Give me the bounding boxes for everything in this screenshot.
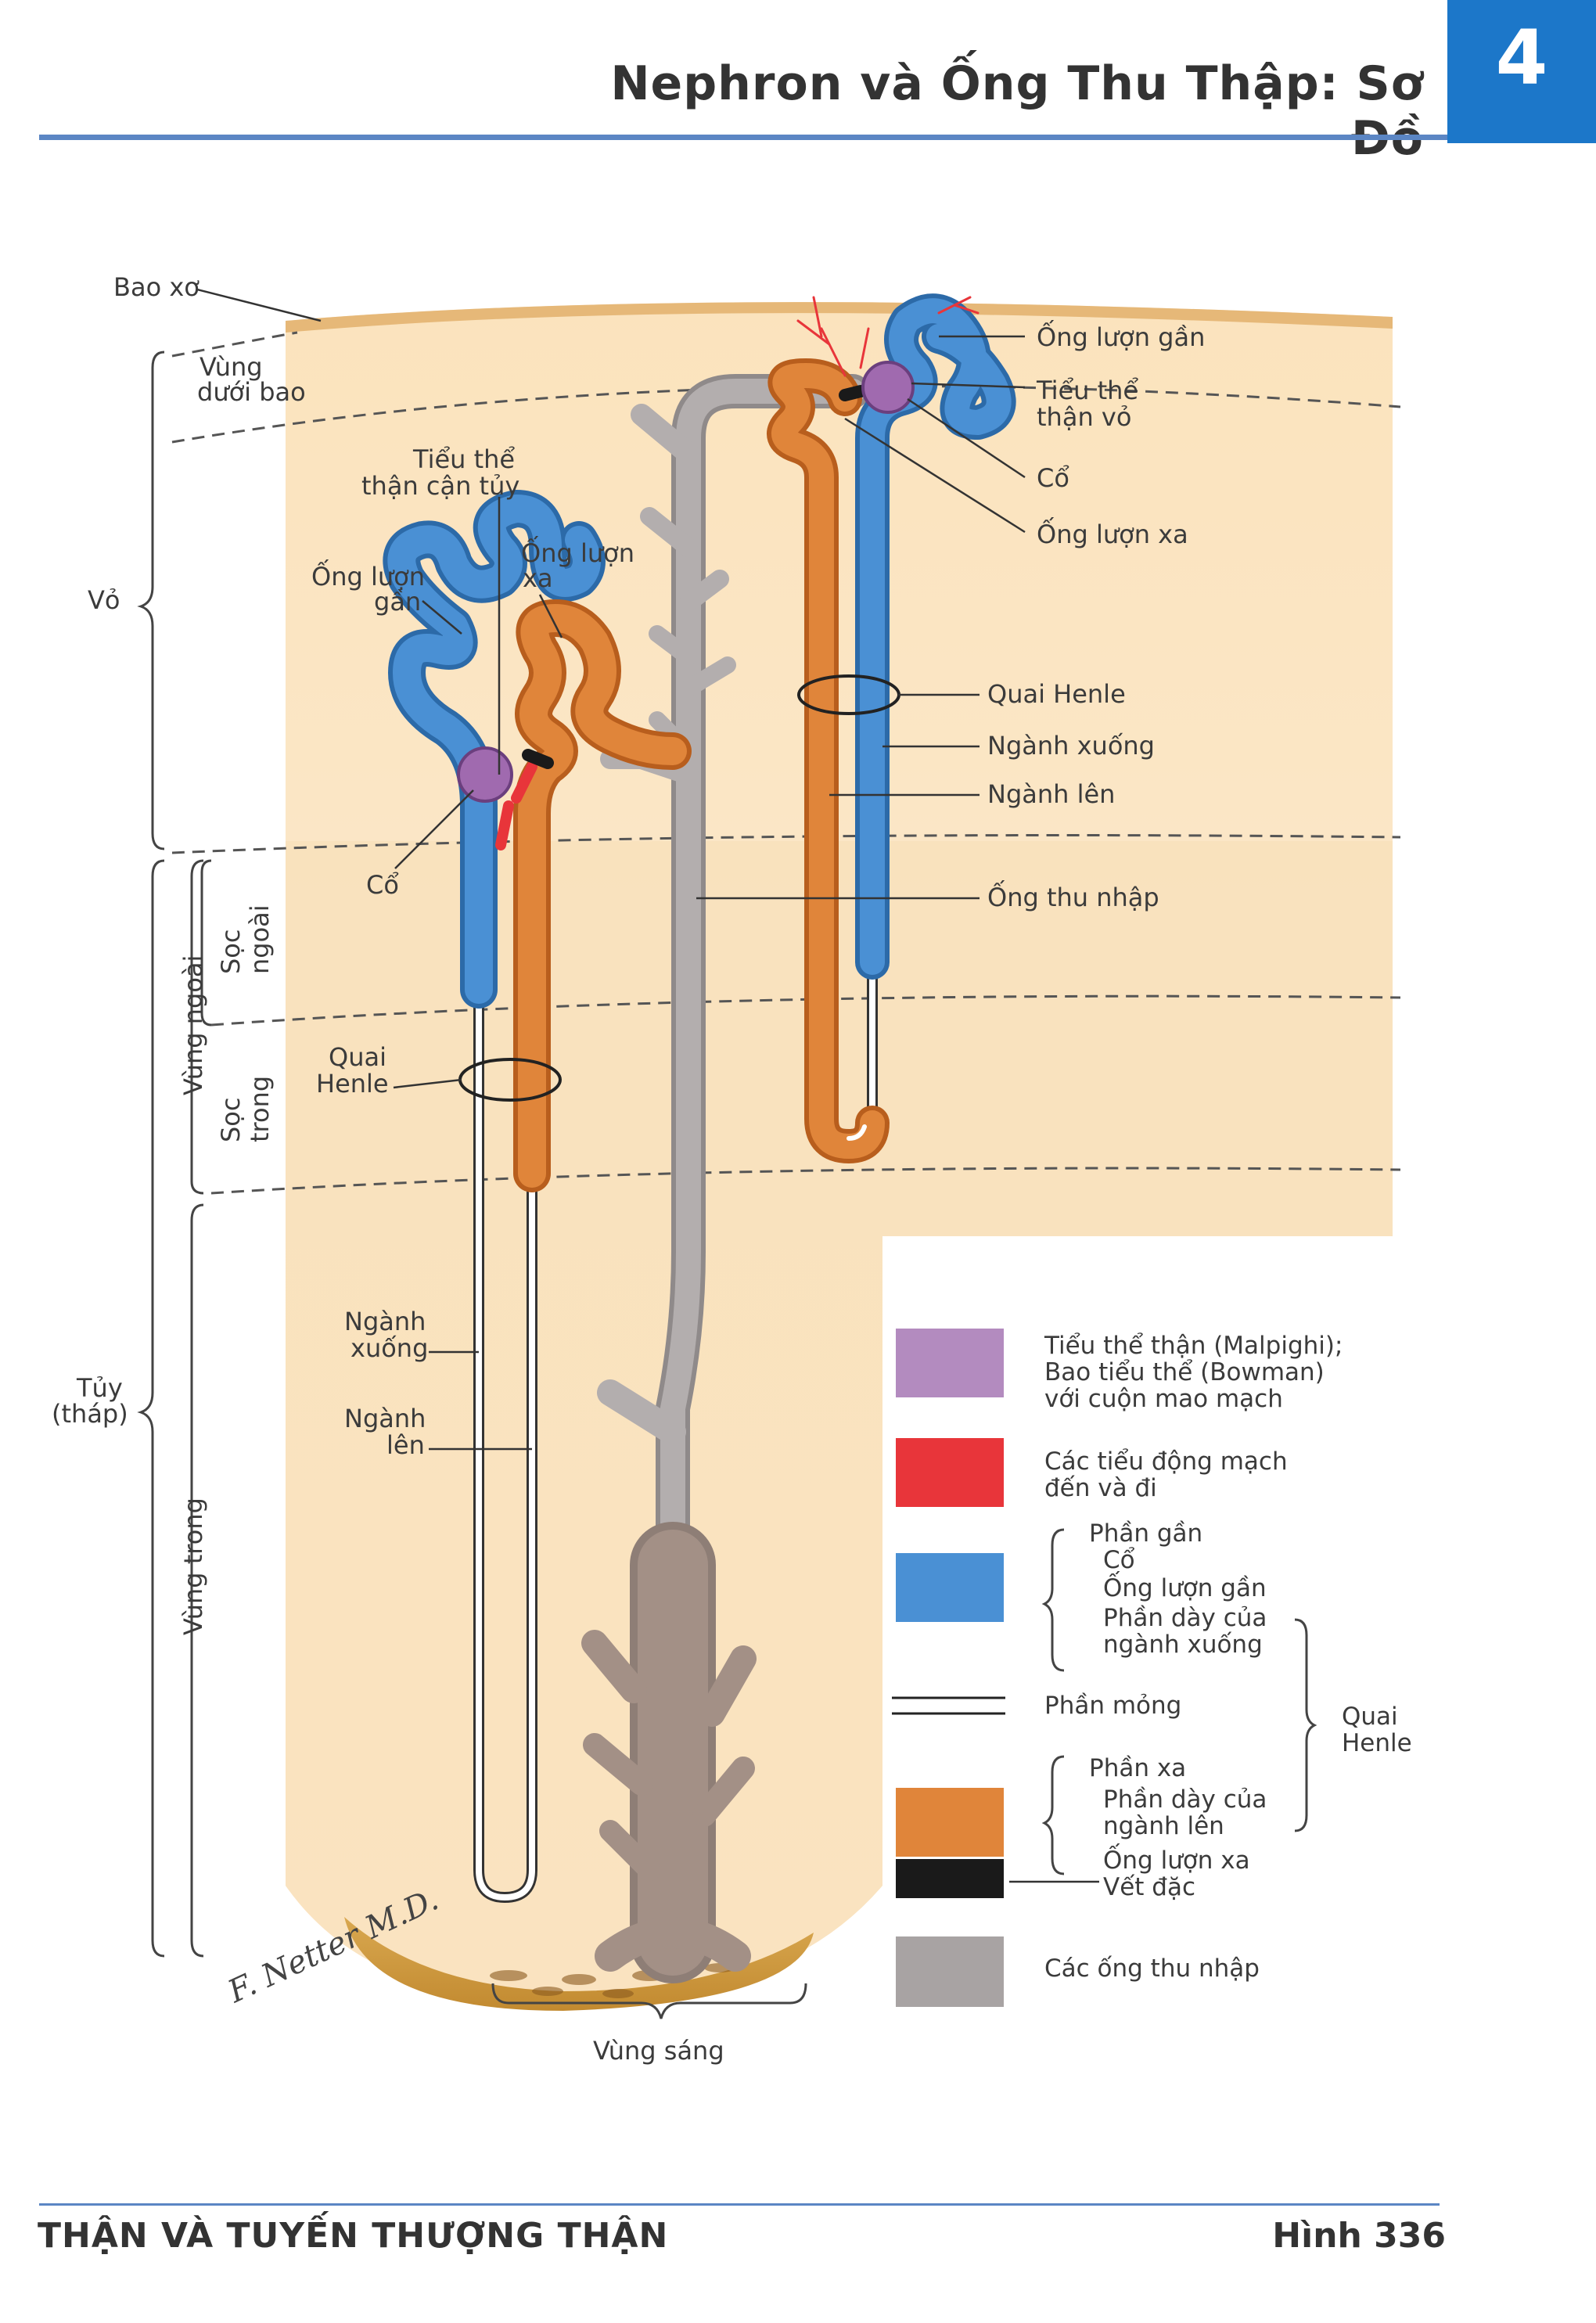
papilla (344, 1917, 814, 2011)
legend-collecting: Các ống thu nhập (1044, 1954, 1260, 1983)
legend-proximal-a: Cổ (1103, 1546, 1135, 1574)
cortex-brace (137, 351, 165, 850)
vung-sang-brace (491, 1983, 807, 2019)
label-co-left: Cổ (366, 870, 399, 900)
cortical-corpuscle (861, 361, 915, 414)
label-bao-xo: Bao xơ (113, 272, 200, 302)
label-nx-left-2: xuống (350, 1333, 428, 1363)
label-vung-1: Vùng (200, 352, 263, 382)
label-vung-2: dưới bao (197, 377, 306, 407)
label-soc-trong-1: Sọc (216, 1098, 246, 1142)
label-ong-thu-nhap: Ống thu nhập (987, 879, 1159, 912)
label-nl-right: Ngành lên (987, 779, 1115, 809)
legend-swatch-corpuscle (896, 1329, 1004, 1397)
legend-arteriole-1: Các tiểu động mạch (1044, 1447, 1288, 1476)
collecting-duct (581, 374, 870, 1983)
label-olx-left-1: Ống lượn (521, 535, 634, 568)
legend-proximal-c2: ngành xuống (1103, 1631, 1263, 1659)
label-soc-trong-2: trong (245, 1076, 275, 1142)
footer-figure-number: Hình 336 (1272, 2216, 1446, 2256)
legend-swatch-macula (896, 1859, 1004, 1898)
label-nl-left-2: lên (386, 1430, 425, 1460)
label-olg-left-1: Ống lượn (311, 559, 425, 592)
legend-distal-a2: ngành lên (1103, 1812, 1224, 1840)
label-vung-ngoai: Vùng ngoài (178, 955, 208, 1095)
label-tieu-the-cantuy-2: thận cận tủy (361, 471, 519, 501)
top-subcapsular-line (171, 331, 298, 358)
legend-thin: Phần mỏng (1044, 1692, 1181, 1720)
medulla-band (286, 841, 1393, 2003)
label-co-right: Cổ (1037, 463, 1069, 493)
inner-zone-brace (190, 1203, 204, 1958)
label-soc-ngoai-1: Sọc (216, 930, 246, 974)
label-vung-sang: Vùng sáng (593, 2036, 724, 2066)
chapter-tab (1447, 0, 1596, 143)
label-tieu-the-cantuy-1: Tiểu thể (412, 444, 515, 474)
legend-swatch-thin (892, 1696, 1005, 1715)
header-rule (39, 135, 1447, 140)
legend-malpighi-1: Tiểu thể thận (Malpighi); (1044, 1332, 1343, 1360)
legend-swatch-distal (896, 1788, 1004, 1857)
legend-swatch-arteriole (896, 1438, 1004, 1507)
legend: Tiểu thể thận (Malpighi); Bao tiểu thể (… (892, 1329, 1412, 2007)
label-soc-ngoai-2: ngoài (245, 904, 275, 974)
legend-proximal-c1: Phần dày của (1103, 1604, 1267, 1632)
cortex-medulla-boundary (171, 834, 1401, 854)
label-olg-left-2: gần (374, 587, 421, 617)
medulla-brace (137, 859, 165, 1958)
label-nx-right: Ngành xuống (987, 731, 1155, 761)
label-quai-left-1: Quai (329, 1042, 386, 1072)
legend-macula: Vết đặc (1103, 1873, 1195, 1901)
label-olx-right: Ống lượn xa (1037, 516, 1188, 549)
outer-zone-brace (190, 859, 204, 1195)
label-nx-left-1: Ngành (344, 1307, 426, 1336)
legend-distal-head: Phần xa (1089, 1754, 1186, 1782)
legend-arteriole-2: đến và đi (1044, 1474, 1157, 1502)
legend-henle-1: Quai (1342, 1703, 1398, 1731)
chapter-number: 4 (1495, 14, 1548, 102)
outer-stripe-boundary (210, 994, 1401, 1027)
label-tuy-2: (tháp) (52, 1399, 128, 1429)
label-tieu-the-vo-1: Tiểu thể (1036, 376, 1138, 405)
capsule (286, 302, 1393, 333)
legend-swatch-proximal (896, 1553, 1004, 1622)
label-vung-trong: Vùng trong (178, 1498, 208, 1635)
label-tuy-1: Tủy (76, 1373, 123, 1403)
legend-henle-2: Henle (1342, 1729, 1412, 1757)
label-nl-left-1: Ngành (344, 1404, 426, 1433)
label-vo: Vỏ (88, 585, 120, 615)
label-olg-right: Ống lượn gần (1037, 319, 1205, 352)
label-olx-left-2: xa (523, 563, 553, 593)
inner-stripe-boundary (210, 1167, 1401, 1195)
legend-malpighi-3: với cuộn mao mạch (1044, 1385, 1283, 1413)
juxtamedullary-nephron (383, 490, 692, 1903)
legend-malpighi-2: Bao tiểu thể (Bowman) (1044, 1358, 1325, 1386)
label-quai-left-2: Henle (316, 1069, 389, 1099)
label-tieu-the-vo-2: thận vỏ (1037, 402, 1131, 432)
juxtamedullary-corpuscle (457, 746, 513, 803)
legend-swatch-collecting (896, 1936, 1004, 2007)
footer-rule (39, 2203, 1440, 2206)
legend-proximal-b: Ống lượn gần (1103, 1571, 1267, 1602)
legend-distal-b: Ống lượn xa (1103, 1843, 1250, 1875)
legend-distal-a1: Phần dày của (1103, 1785, 1267, 1814)
legend-proximal-head: Phần gần (1089, 1519, 1202, 1548)
outer-stripe-brace (200, 859, 212, 1027)
label-quai-right: Quai Henle (987, 679, 1126, 709)
footer-chapter: THẬN VÀ TUYẾN THƯỢNG THẬN (38, 2216, 669, 2256)
